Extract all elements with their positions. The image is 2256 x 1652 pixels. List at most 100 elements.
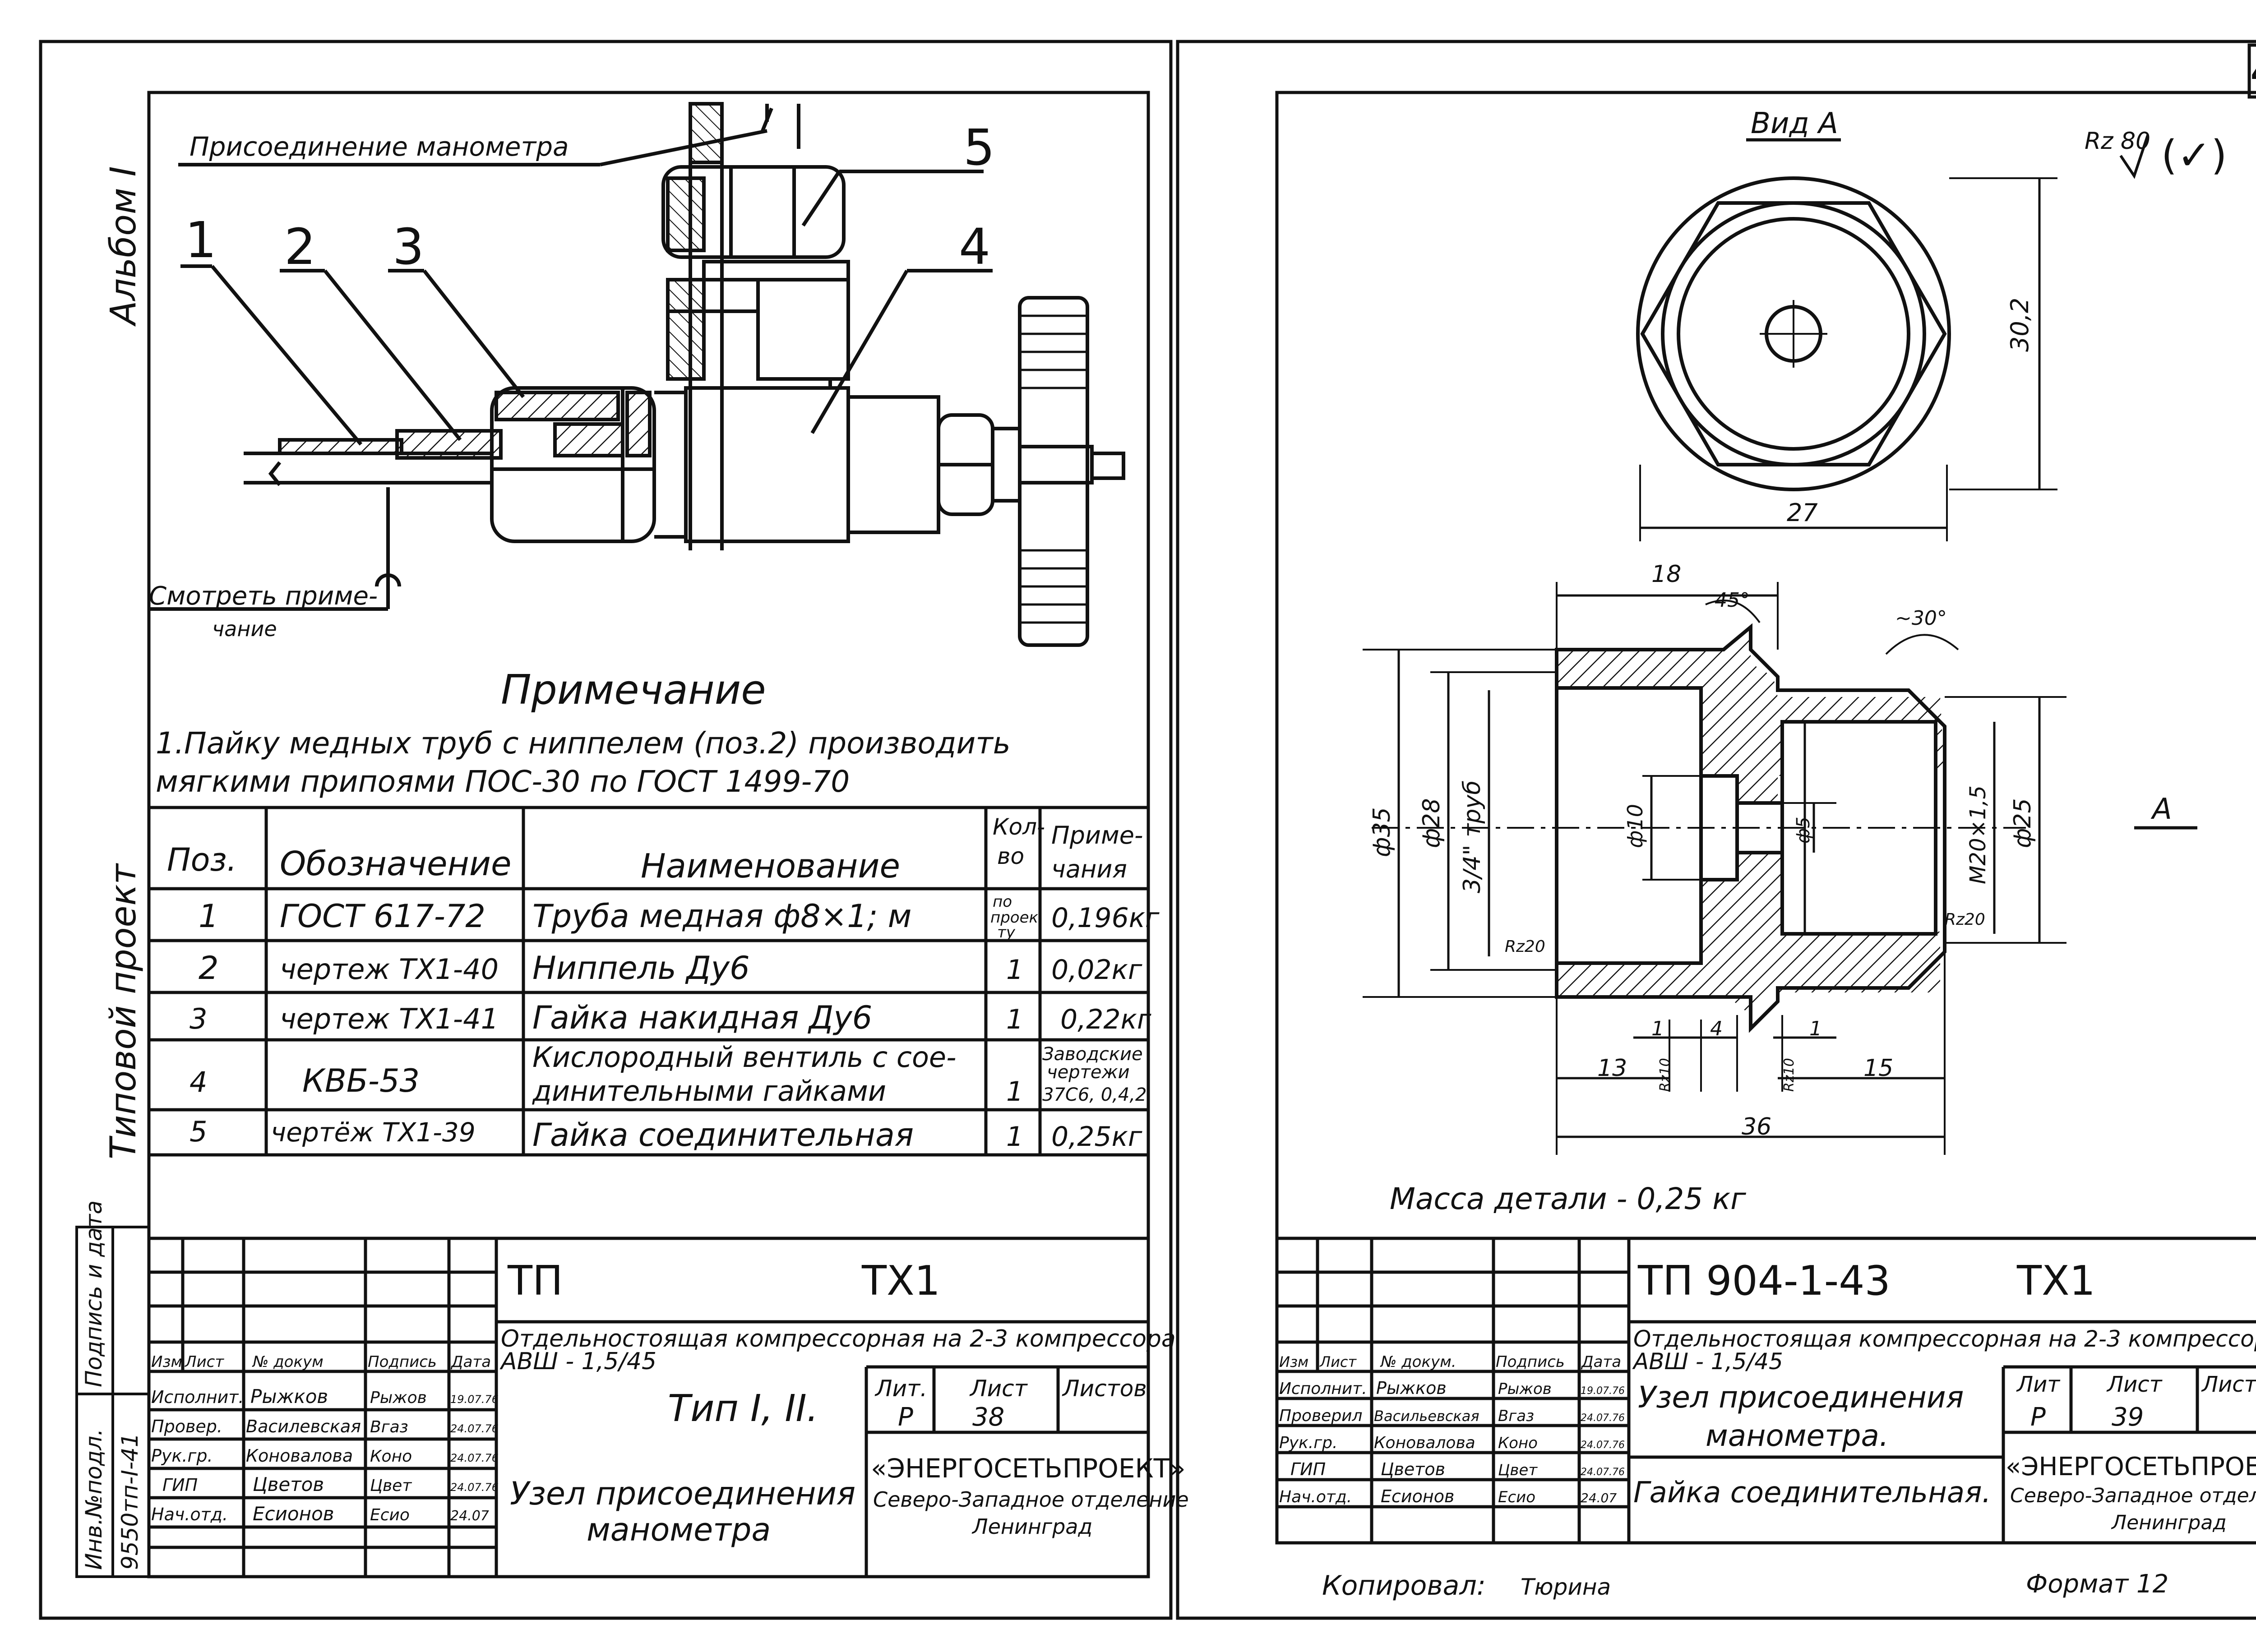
lt-type-label: Тип I, II. bbox=[668, 1387, 818, 1430]
spec-table bbox=[149, 806, 1148, 1157]
lt-code-right: ТХ1 bbox=[861, 1257, 940, 1305]
lt-sign-2: Вгаз bbox=[370, 1418, 408, 1436]
rt-date-5: 24.07 bbox=[1581, 1490, 1617, 1505]
note-line-1: 1.Пайку медных труб с ниппелем (поз.2) п… bbox=[156, 726, 1011, 761]
lt-role-3: Рук.гр. bbox=[151, 1446, 213, 1466]
sheet-number: 40 bbox=[2250, 45, 2256, 97]
dim-rz10-left: Rz10 bbox=[1657, 1058, 1673, 1092]
see-note-label-2: чание bbox=[212, 617, 277, 641]
lt-sheet-value: 38 bbox=[972, 1403, 1004, 1432]
rt-col-doc: № докум. bbox=[1380, 1353, 1456, 1371]
rt-date-3: 24.07.76 bbox=[1581, 1440, 1625, 1451]
rt-role-5: Нач.отд. bbox=[1279, 1488, 1352, 1506]
lt-title-1: Узел присоединения bbox=[510, 1475, 855, 1512]
lt-name-3: Коновалова bbox=[246, 1446, 353, 1466]
row2-qty: 1 bbox=[1006, 954, 1023, 986]
row4-name-1: Кислородный вентиль с сое- bbox=[532, 1041, 956, 1074]
rt-role-4: ГИП bbox=[1290, 1459, 1326, 1479]
dim-f5: ф5 bbox=[1793, 817, 1814, 844]
lt-sign-5: Есио bbox=[370, 1506, 410, 1524]
dim-f35: ф35 bbox=[1368, 807, 1396, 857]
row4-note-1: Заводские bbox=[1042, 1044, 1143, 1065]
rt-sheet-label: Лист bbox=[2106, 1372, 2163, 1397]
right-title-block-grid bbox=[1277, 1237, 2256, 1543]
lt-sign-3: Коно bbox=[370, 1447, 412, 1466]
row1-designation: ГОСТ 617-72 bbox=[280, 898, 485, 935]
rt-subtitle: Гайка соединительная. bbox=[1633, 1476, 1991, 1509]
rt-date-4: 24.07.76 bbox=[1581, 1467, 1625, 1478]
roughness-label: Rz 80 bbox=[2085, 128, 2150, 155]
spec-row-2: 2 чертеж ТХ1-40 Ниппель Ду6 1 0,02кг bbox=[199, 950, 1142, 987]
lt-role-2: Провер. bbox=[151, 1417, 222, 1436]
row5-note: 0,25кг bbox=[1051, 1121, 1142, 1153]
spec-row-3: 3 чертеж ТХ1-41 Гайка накидная Ду6 1 0,2… bbox=[190, 999, 1151, 1036]
row1-qty-1: по bbox=[993, 893, 1012, 911]
rt-project-1: Отдельностоящая компрессорная на 2-3 ком… bbox=[1633, 1326, 2256, 1352]
gauge-connection-label: Присоединение манометра bbox=[190, 131, 569, 162]
dim-f25: ф25 bbox=[2009, 798, 2036, 848]
rt-col-list: Лист bbox=[1319, 1353, 1357, 1371]
row2-pos: 2 bbox=[199, 950, 219, 987]
dim-30-2: 30,2 bbox=[2006, 298, 2034, 352]
lt-sign-1: Рыжов bbox=[370, 1389, 427, 1407]
dim-m20: М20×1,5 bbox=[1965, 785, 1991, 884]
rt-sign-1: Рыжов bbox=[1498, 1380, 1552, 1398]
lt-col-list: Лист bbox=[184, 1353, 224, 1371]
dim-rz20-right: Rz20 bbox=[1945, 910, 1985, 929]
rt-sign-3: Коно bbox=[1498, 1434, 1538, 1452]
row4-pos: 4 bbox=[190, 1066, 207, 1098]
row3-pos: 3 bbox=[190, 1002, 207, 1035]
lt-org-2: Северо-Западное отделение bbox=[873, 1487, 1189, 1512]
sign-date-label: Подпись и дата bbox=[81, 1200, 107, 1387]
lt-code-left: ТП bbox=[507, 1257, 563, 1305]
th-qty-2: во bbox=[997, 843, 1024, 869]
lt-sheets-label: Листов bbox=[1062, 1375, 1147, 1402]
th-qty-1: Кол- bbox=[993, 814, 1045, 840]
row4-note-2: чертежи bbox=[1047, 1062, 1130, 1083]
left-sheet: Альбом I Типовой проект Подпись и дата И… bbox=[75, 91, 1189, 1578]
left-title-block: ТП ТХ1 Отдельностоящая компрессорная на … bbox=[151, 1257, 1189, 1548]
lt-col-doc: № докум bbox=[252, 1353, 324, 1371]
dim-1-left: 1 bbox=[1651, 1017, 1664, 1040]
lt-date-3: 24.07.76 bbox=[450, 1452, 499, 1464]
format-label: Формат 12 bbox=[2026, 1569, 2168, 1599]
lt-role-1: Исполнит. bbox=[151, 1387, 244, 1407]
lt-role-5: Нач.отд. bbox=[151, 1504, 228, 1524]
row3-qty: 1 bbox=[1006, 1004, 1023, 1035]
rt-sign-2: Вгаз bbox=[1498, 1407, 1534, 1425]
note-heading: Примечание bbox=[501, 666, 766, 714]
rt-org-3: Ленинград bbox=[2111, 1511, 2227, 1534]
callout-2: 2 bbox=[284, 218, 316, 276]
rt-name-5: Есионов bbox=[1381, 1486, 1454, 1506]
rt-title-1: Узел присоединения bbox=[1638, 1380, 1964, 1415]
lt-name-4: Цветов bbox=[253, 1473, 324, 1495]
row1-name: Труба медная ф8×1; м bbox=[532, 898, 911, 935]
dim-rz20-left: Rz20 bbox=[1505, 937, 1545, 956]
dim-pipe: 3/4" труб bbox=[1459, 780, 1486, 893]
project-label: Типовой проект bbox=[103, 863, 144, 1159]
rt-sheets-label: Листов bbox=[2201, 1372, 2256, 1397]
row1-qty-2: проек bbox=[990, 909, 1039, 927]
rt-col-izm: Изм bbox=[1279, 1353, 1308, 1371]
lt-name-1: Рыжков bbox=[250, 1385, 328, 1407]
left-stamp-strip bbox=[75, 1226, 150, 1578]
rt-title-2: манометра. bbox=[1706, 1418, 1889, 1453]
callout-5: 5 bbox=[963, 119, 995, 176]
rt-date-2: 24.07.76 bbox=[1581, 1412, 1625, 1424]
rt-org-1: «ЭНЕРГОСЕТЬПРОЕКТ» bbox=[2006, 1452, 2256, 1481]
dim-13: 13 bbox=[1597, 1055, 1627, 1082]
rt-role-1: Исполнит. bbox=[1279, 1380, 1367, 1398]
dim-4: 4 bbox=[1710, 1017, 1723, 1040]
rt-code-right: ТХ1 bbox=[2016, 1257, 2095, 1305]
row4-qty: 1 bbox=[1006, 1076, 1023, 1107]
view-a-label: Вид А bbox=[1751, 107, 1838, 140]
lt-date-2: 24.07.76 bbox=[450, 1422, 499, 1435]
rt-role-2: Проверил bbox=[1279, 1407, 1363, 1425]
row5-qty: 1 bbox=[1006, 1121, 1023, 1153]
row2-name: Ниппель Ду6 bbox=[532, 950, 750, 987]
row3-name: Гайка накидная Ду6 bbox=[532, 999, 872, 1036]
album-label: Альбом I bbox=[103, 166, 144, 327]
th-note-2: чания bbox=[1051, 855, 1127, 883]
dim-f10: ф10 bbox=[1623, 804, 1647, 848]
lt-role-4: ГИП bbox=[162, 1475, 198, 1495]
